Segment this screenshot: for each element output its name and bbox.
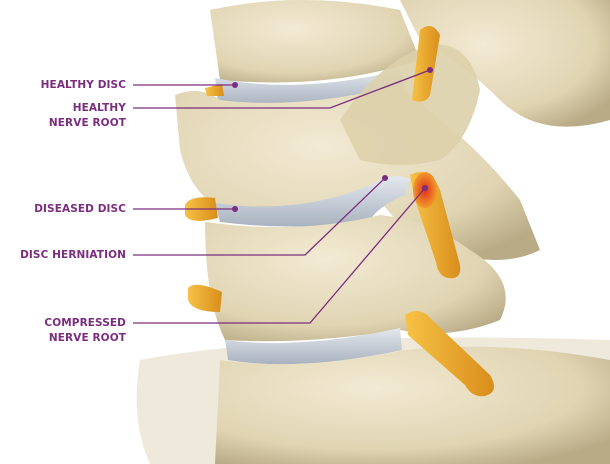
label-healthy-disc: HEALTHY DISC: [40, 79, 126, 91]
top-vertebra: [210, 0, 420, 83]
label-diseased-disc: DISEASED DISC: [34, 203, 126, 215]
nerve-lower-left: [188, 284, 222, 312]
facet-process: [340, 44, 480, 165]
label-healthy-nerve-root: HEALTHY NERVE ROOT: [49, 101, 126, 131]
label-line: NERVE ROOT: [48, 117, 126, 129]
label-line: NERVE ROOT: [48, 332, 126, 344]
label-line: HEALTHY: [72, 102, 126, 114]
leader-dots: [232, 67, 433, 212]
diseased-disc: [215, 176, 410, 227]
nerve-upper-left: [205, 84, 224, 96]
label-compressed-nerve-root: COMPRESSED NERVE ROOT: [44, 316, 126, 346]
lower-disc: [225, 328, 402, 365]
top-process: [400, 0, 610, 127]
healthy-nerve-root: [412, 26, 440, 102]
leader-lines: [133, 69, 431, 324]
nerve-lower-right: [405, 311, 494, 397]
label-line: COMPRESSED: [44, 317, 126, 329]
bottom-vertebra: [215, 346, 610, 464]
lower-vertebra: [205, 215, 506, 342]
label-disc-herniation: DISC HERNIATION: [20, 249, 126, 261]
